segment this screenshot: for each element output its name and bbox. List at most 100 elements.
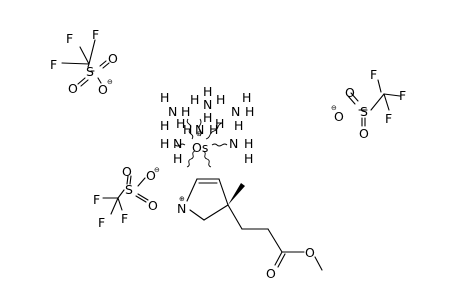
oxygen-atom: O xyxy=(266,266,276,281)
bond xyxy=(99,60,107,67)
positive-charge: ⊕ xyxy=(196,130,202,138)
oxygen-atom: O xyxy=(305,245,315,260)
sulfur-atom: S xyxy=(86,64,94,79)
triflate-anion-left: F F F S O O O ⊖ xyxy=(50,27,118,97)
wavy-bond xyxy=(211,143,228,147)
sulfur-atom: S xyxy=(125,182,133,197)
hydrogen-atom: H xyxy=(244,151,253,166)
nitrogen-atom: N xyxy=(195,122,204,137)
hydrogen-atom: H xyxy=(183,122,192,137)
bond xyxy=(137,177,146,187)
oxygen-atom: O xyxy=(108,51,118,66)
bond xyxy=(189,209,205,221)
bond xyxy=(135,195,147,203)
oxygen-atom: O xyxy=(146,168,156,183)
wavy-bond xyxy=(174,143,186,147)
sulfur-atom: S xyxy=(360,104,368,119)
ammine-ligand: H H N H xyxy=(190,84,225,112)
fluorine-atom: F xyxy=(66,31,73,46)
ammine-ligand: H H N H xyxy=(160,116,185,166)
bond xyxy=(110,197,119,215)
fluorine-atom: F xyxy=(121,211,128,226)
hydrogen-atom: H xyxy=(176,116,185,131)
wavy-bond xyxy=(202,150,212,168)
fluorine-atom: F xyxy=(92,27,99,42)
bond xyxy=(102,62,110,69)
hydrogen-atom: H xyxy=(160,136,169,151)
hydrogen-atom: H xyxy=(181,104,190,119)
hydrogen-atom: H xyxy=(215,116,224,131)
oxygen-atom: O xyxy=(98,82,108,97)
pyrrolinium-ring: N ⊕ O O xyxy=(177,178,323,281)
hydrogen-atom: H xyxy=(203,84,212,99)
wavy-bond xyxy=(186,150,196,168)
bond xyxy=(88,39,96,65)
oxygen-atom: O xyxy=(334,109,344,124)
fluorine-atom: F xyxy=(385,111,392,126)
fluorine-atom: F xyxy=(399,88,406,103)
bond xyxy=(126,175,129,185)
wavy-bond xyxy=(186,118,194,140)
oxygen-atom: O xyxy=(122,164,132,179)
bond xyxy=(218,178,229,206)
hydrogen-atom: H xyxy=(209,122,218,137)
bond xyxy=(137,193,149,201)
bond xyxy=(370,93,385,111)
nitrogen-atom: N xyxy=(203,97,212,112)
hydrogen-atom: H xyxy=(245,104,254,119)
nitrogen-atom: N xyxy=(229,136,238,151)
hydrogen-atom: H xyxy=(242,90,251,105)
negative-charge: ⊖ xyxy=(154,166,160,174)
hydrogen-atom: H xyxy=(216,92,225,107)
ammine-ligand: H N H H xyxy=(160,90,190,133)
negative-charge: ⊖ xyxy=(331,104,337,112)
triflate-anion-right: F F F S O O O ⊖ xyxy=(331,67,406,141)
hydrogen-atom: H xyxy=(173,151,182,166)
triflate-anion-bottom: F F F S O O O ⊖ xyxy=(93,164,160,230)
wavy-bond xyxy=(205,122,223,140)
oxygen-atom: O xyxy=(68,81,78,96)
bond xyxy=(77,77,86,85)
bond xyxy=(377,79,382,93)
bond xyxy=(314,256,323,271)
positive-charge: ⊕ xyxy=(179,195,185,203)
bond xyxy=(277,253,286,268)
bond xyxy=(186,178,198,202)
oxygen-atom: O xyxy=(359,126,369,141)
osmium-atom: Os xyxy=(192,140,208,155)
methyl-wedge xyxy=(228,183,245,205)
bond xyxy=(97,77,102,84)
bond xyxy=(274,251,283,266)
ammine-ligand: H N H H xyxy=(231,90,254,133)
bond xyxy=(80,79,89,87)
bond xyxy=(227,204,243,230)
bond xyxy=(117,189,125,199)
nitrogen-atom: N xyxy=(168,104,177,119)
bond xyxy=(383,93,390,111)
nitrogen-atom: N xyxy=(231,104,240,119)
bond xyxy=(79,46,90,65)
hydrogen-atom: H xyxy=(234,118,243,133)
wavy-bond xyxy=(198,118,202,137)
ammine-ligand: H N H H xyxy=(215,116,253,166)
bond xyxy=(87,63,90,68)
oxygen-atom: O xyxy=(345,85,355,100)
nitrogen-atom: N xyxy=(173,136,182,151)
fluorine-atom: F xyxy=(93,192,100,207)
hydrogen-atom: H xyxy=(190,92,199,107)
hydrogen-atom: H xyxy=(203,110,212,125)
ammine-ligand: H N H H xyxy=(183,110,218,137)
hydrogen-atom: H xyxy=(244,136,253,151)
bond xyxy=(129,175,132,185)
bond xyxy=(267,228,283,253)
bond xyxy=(347,95,356,105)
oxygen-atom: O xyxy=(148,198,158,213)
fluorine-atom: F xyxy=(50,57,57,72)
negative-charge: ⊖ xyxy=(107,78,113,86)
fluorine-atom: F xyxy=(98,215,105,230)
bond xyxy=(61,62,90,65)
osmium-complex: Os ⊕ H N H H H H N H H N H H H H N H xyxy=(160,84,254,168)
nitrogen-atom: N xyxy=(177,201,186,216)
bond xyxy=(350,92,359,102)
